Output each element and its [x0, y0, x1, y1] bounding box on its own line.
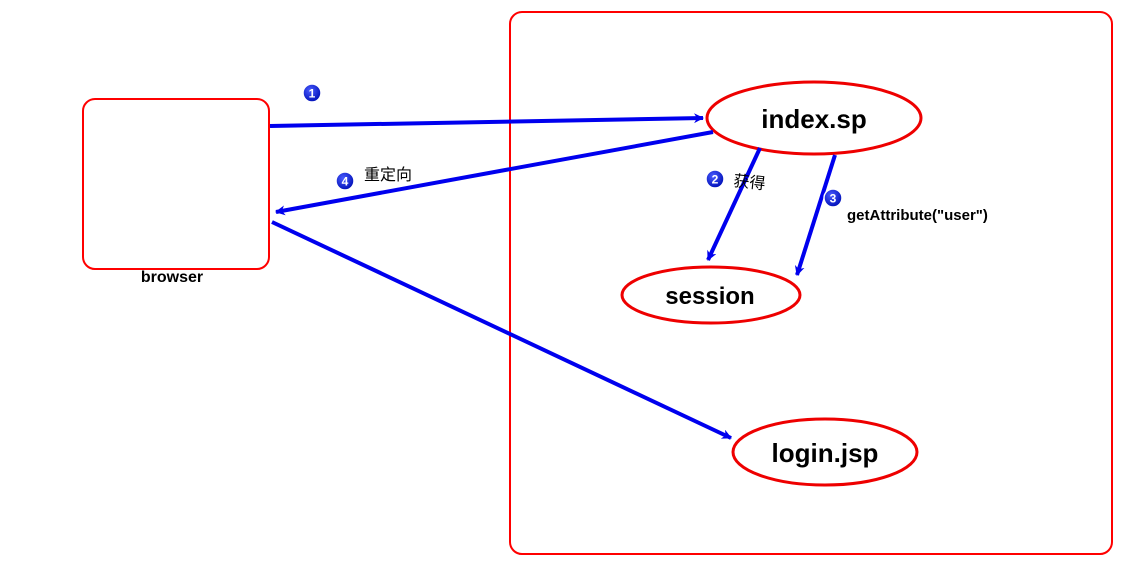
step-badge-3-number: 3 [830, 192, 837, 206]
step-badge-4-number: 4 [342, 175, 349, 189]
session-node [620, 265, 802, 325]
index-label: index.sp [761, 104, 866, 134]
getattribute-label: getAttribute("user") [847, 207, 988, 224]
redirect-label: 重定向 [364, 165, 412, 184]
arrow-browser-to-index [269, 113, 704, 128]
browser-label: browser [141, 269, 203, 286]
step-badge-4: 4 [335, 171, 355, 191]
session-label: session [665, 283, 754, 310]
arrow-getattribute [794, 154, 837, 276]
arrow-index-to-browser [275, 130, 714, 216]
login-label: login.jsp [772, 438, 879, 468]
arrow-index-to-session [706, 147, 762, 261]
login-node [731, 417, 919, 487]
obtain-label: 获得 [733, 171, 767, 193]
step-badge-2-number: 2 [712, 173, 719, 187]
step-badge-2: 2 [705, 169, 725, 189]
step-badge-3: 3 [823, 188, 843, 208]
arrow-browser-to-login [271, 220, 732, 440]
step-badge-1: 1 [302, 83, 322, 103]
server-container [509, 11, 1113, 555]
browser-box [82, 98, 270, 270]
index-node [705, 80, 923, 156]
step-badge-1-number: 1 [309, 87, 316, 101]
